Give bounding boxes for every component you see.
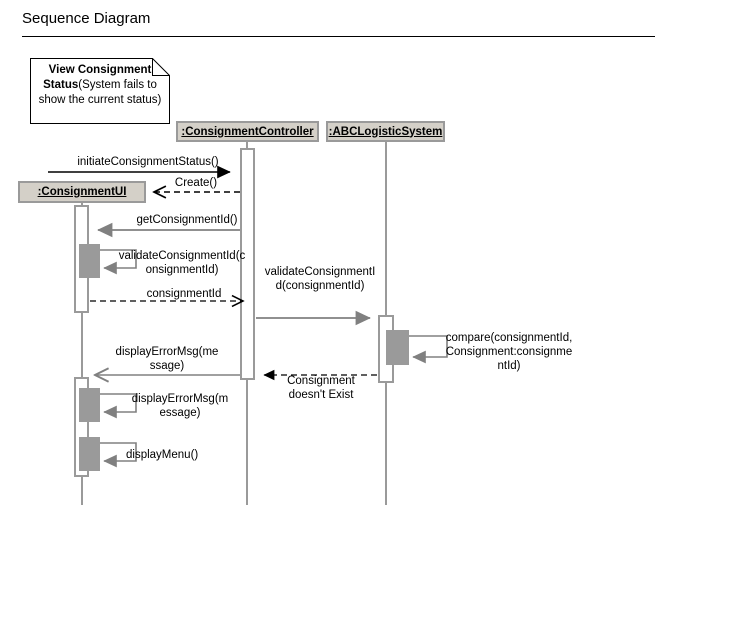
lifeline-header-label: :ABCLogisticSystem: [328, 125, 443, 138]
message-label-get-consignment-id: getConsignmentId(): [136, 214, 238, 226]
lifeline-header-consignment-controller[interactable]: :ConsignmentController: [176, 121, 319, 142]
note-text-bold-line1: View Consignment: [48, 64, 152, 76]
lifeline-header-label: :ConsignmentController: [181, 125, 314, 138]
note-text-bold-line2: Status: [43, 79, 79, 91]
lifeline-consignment-ui: [81, 203, 83, 505]
note-text-plain-line2: (System fails to: [78, 79, 157, 91]
nested-activation-compare: [386, 330, 409, 365]
message-label-initiate-consignment-status: initiateConsignmentStatus(): [77, 156, 219, 168]
message-label-compare-self: compare(consignmentId, Consignment:consi…: [445, 332, 573, 372]
message-label-return-consignment-id: consignmentId: [146, 288, 222, 300]
page-title: Sequence Diagram: [22, 10, 151, 27]
message-label-display-error-msg-self: displayErrorMsg(m essage): [131, 393, 229, 419]
title-divider: [22, 36, 655, 37]
lifeline-header-abc-logistic-system[interactable]: :ABCLogisticSystem: [326, 121, 445, 142]
nested-activation-validate-consignment-id: [79, 244, 100, 278]
nested-activation-display-menu: [79, 437, 100, 471]
nested-activation-display-error-msg: [79, 388, 100, 422]
lifeline-header-label: :ConsignmentUI: [37, 186, 127, 198]
message-label-validate-consignment-id-self: validateConsignmentId(c onsignmentId): [118, 250, 246, 276]
note-text-plain-line3: show the current status): [38, 94, 162, 106]
note-shape-icon: [30, 58, 170, 124]
message-label-display-error-msg-to-ui: displayErrorMsg(me ssage): [115, 346, 219, 372]
message-label-consignment-doesnt-exist: Consignment doesn't Exist: [287, 375, 355, 401]
message-label-create: Create(): [174, 177, 218, 189]
activation-consignment-controller: [240, 148, 255, 380]
message-label-display-menu-self: displayMenu(): [126, 449, 199, 461]
lifeline-header-consignment-ui[interactable]: :ConsignmentUI: [18, 181, 146, 203]
message-label-validate-consignment-id-to-system: validateConsignmentI d(consignmentId): [264, 266, 376, 292]
